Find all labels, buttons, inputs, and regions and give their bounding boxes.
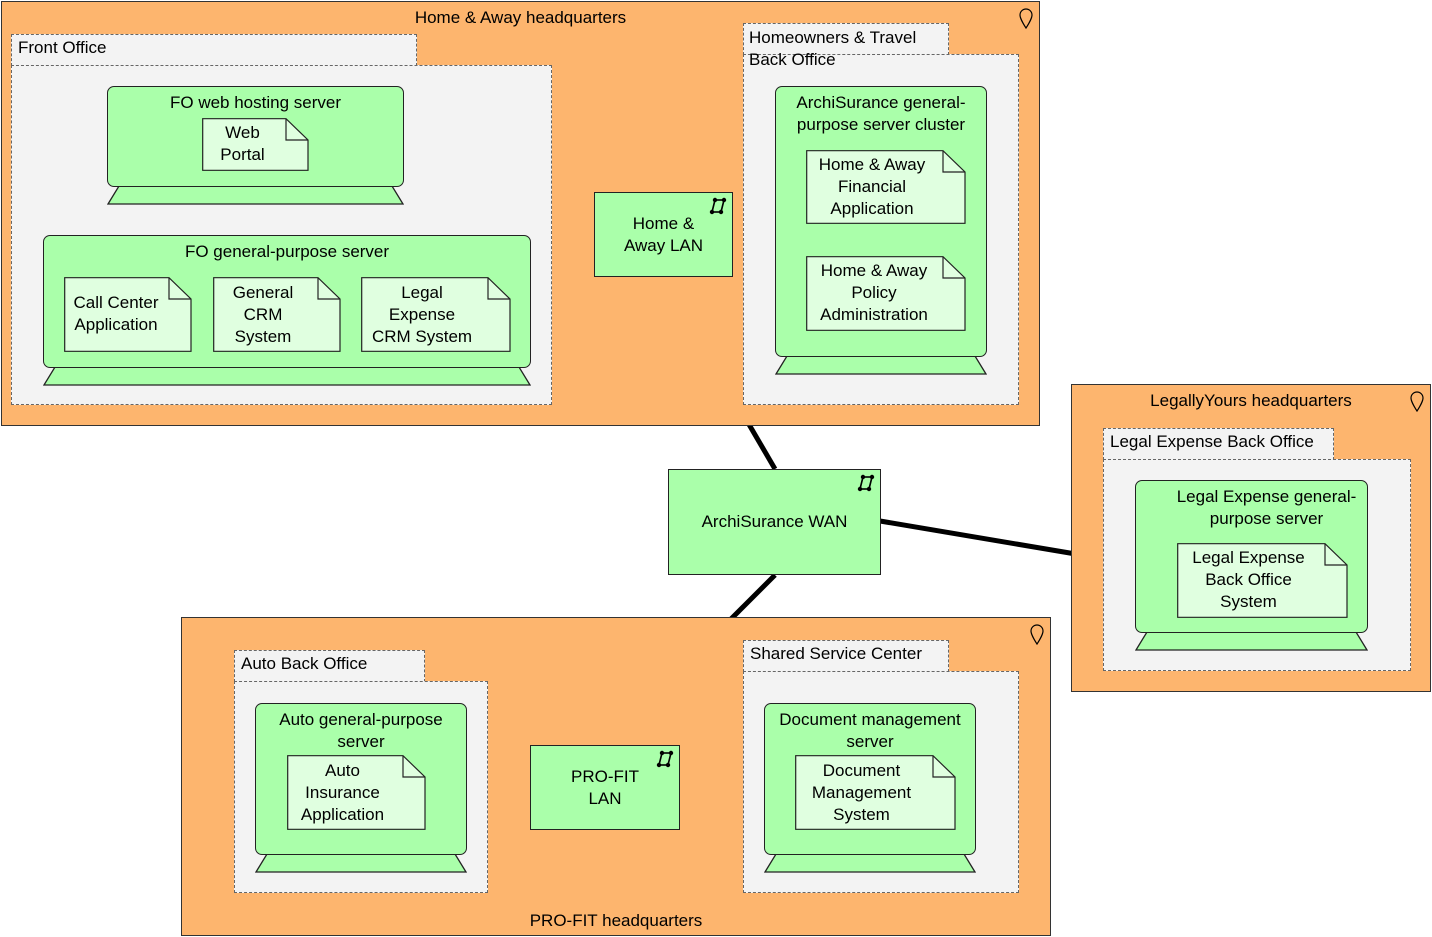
artifact-label: Legal Expense Back Office System — [1192, 548, 1305, 611]
group-tab-legal-expense-back-office: Legal Expense Back Office — [1103, 428, 1334, 460]
location-title: Home & Away headquarters — [414, 8, 627, 27]
group-tab-shared-service-center: Shared Service Center — [743, 640, 949, 672]
node-title: Auto general-purpose server — [279, 710, 443, 751]
network-label: ArchiSurance WAN — [701, 512, 848, 531]
location-pin-icon — [1030, 624, 1044, 645]
network-icon — [656, 750, 674, 768]
group-label: Auto Back Office — [241, 654, 368, 673]
artifact-document-icon — [361, 277, 511, 352]
artifact-call-center-application[interactable]: Call Center Application — [64, 277, 192, 352]
artifact-label: Call Center Application — [73, 293, 159, 334]
group-tab-front-office: Front Office — [11, 34, 417, 66]
artifact-document-icon — [1177, 543, 1348, 618]
node-title: FO general-purpose server — [184, 242, 390, 261]
artifact-general-crm-system[interactable]: General CRM System — [213, 277, 341, 352]
network-profit-lan[interactable]: PRO-FIT LAN — [530, 745, 680, 830]
artifact-web-portal[interactable]: Web Portal — [202, 118, 309, 171]
artifact-document-icon — [213, 277, 341, 352]
node-title: Document management server — [779, 710, 961, 751]
artifact-document-management-system[interactable]: Document Management System — [795, 755, 956, 830]
location-pin-icon — [1019, 8, 1033, 29]
device-stand — [775, 355, 987, 375]
artifact-label: Auto Insurance Application — [300, 761, 385, 824]
location-title: PRO-FIT headquarters — [529, 911, 703, 930]
group-tab-homeowners-travel: Homeowners & Travel Back Office — [743, 23, 949, 55]
artifact-label: Web Portal — [220, 123, 265, 164]
device-stand — [764, 853, 976, 873]
artifact-auto-insurance-application[interactable]: Auto Insurance Application — [287, 755, 426, 830]
network-label: Home & Away LAN — [623, 214, 704, 255]
node-title: Legal Expense general- purpose server — [1176, 487, 1357, 528]
artifact-document-icon — [64, 277, 192, 352]
network-archisurance-wan[interactable]: ArchiSurance WAN — [668, 469, 881, 575]
artifact-document-icon — [806, 150, 966, 224]
artifact-label: Home & Away Policy Administration — [820, 261, 928, 324]
artifact-legal-expense-back-office-system[interactable]: Legal Expense Back Office System — [1177, 543, 1348, 618]
network-icon — [709, 197, 727, 215]
network-icon — [857, 474, 875, 492]
group-label: Shared Service Center — [750, 644, 922, 663]
artifact-label: Document Management System — [811, 761, 912, 824]
node-title: FO web hosting server — [169, 93, 341, 112]
group-label-text: Homeowners & Travel Back Office — [749, 28, 917, 69]
device-stand — [43, 366, 531, 386]
device-stand — [255, 853, 467, 873]
group-tab-auto-back-office: Auto Back Office — [234, 650, 425, 682]
artifact-label: Legal Expense CRM System — [371, 283, 473, 346]
artifact-document-icon — [287, 755, 426, 830]
network-home-away-lan[interactable]: Home & Away LAN — [594, 192, 733, 277]
network-label: PRO-FIT LAN — [571, 767, 639, 808]
location-pin-icon — [1410, 391, 1424, 412]
device-stand — [1135, 631, 1368, 651]
node-title: ArchiSurance general- purpose server clu… — [796, 93, 966, 134]
artifact-document-icon — [806, 256, 966, 331]
artifact-home-away-policy-administration[interactable]: Home & Away Policy Administration — [806, 256, 966, 331]
group-label: Legal Expense Back Office — [1110, 432, 1314, 451]
location-title: LegallyYours headquarters — [1150, 391, 1352, 410]
artifact-label: General CRM System — [232, 283, 294, 346]
artifact-legal-expense-crm-system[interactable]: Legal Expense CRM System — [361, 277, 511, 352]
artifact-label: Home & Away Financial Application — [818, 155, 926, 218]
group-label-overlay: Homeowners & Travel Back Office — [749, 27, 979, 71]
group-label: Front Office — [18, 38, 107, 57]
artifact-document-icon — [795, 755, 956, 830]
device-stand — [107, 185, 404, 205]
artifact-document-icon — [202, 118, 309, 171]
artifact-home-away-financial-application[interactable]: Home & Away Financial Application — [806, 150, 966, 224]
